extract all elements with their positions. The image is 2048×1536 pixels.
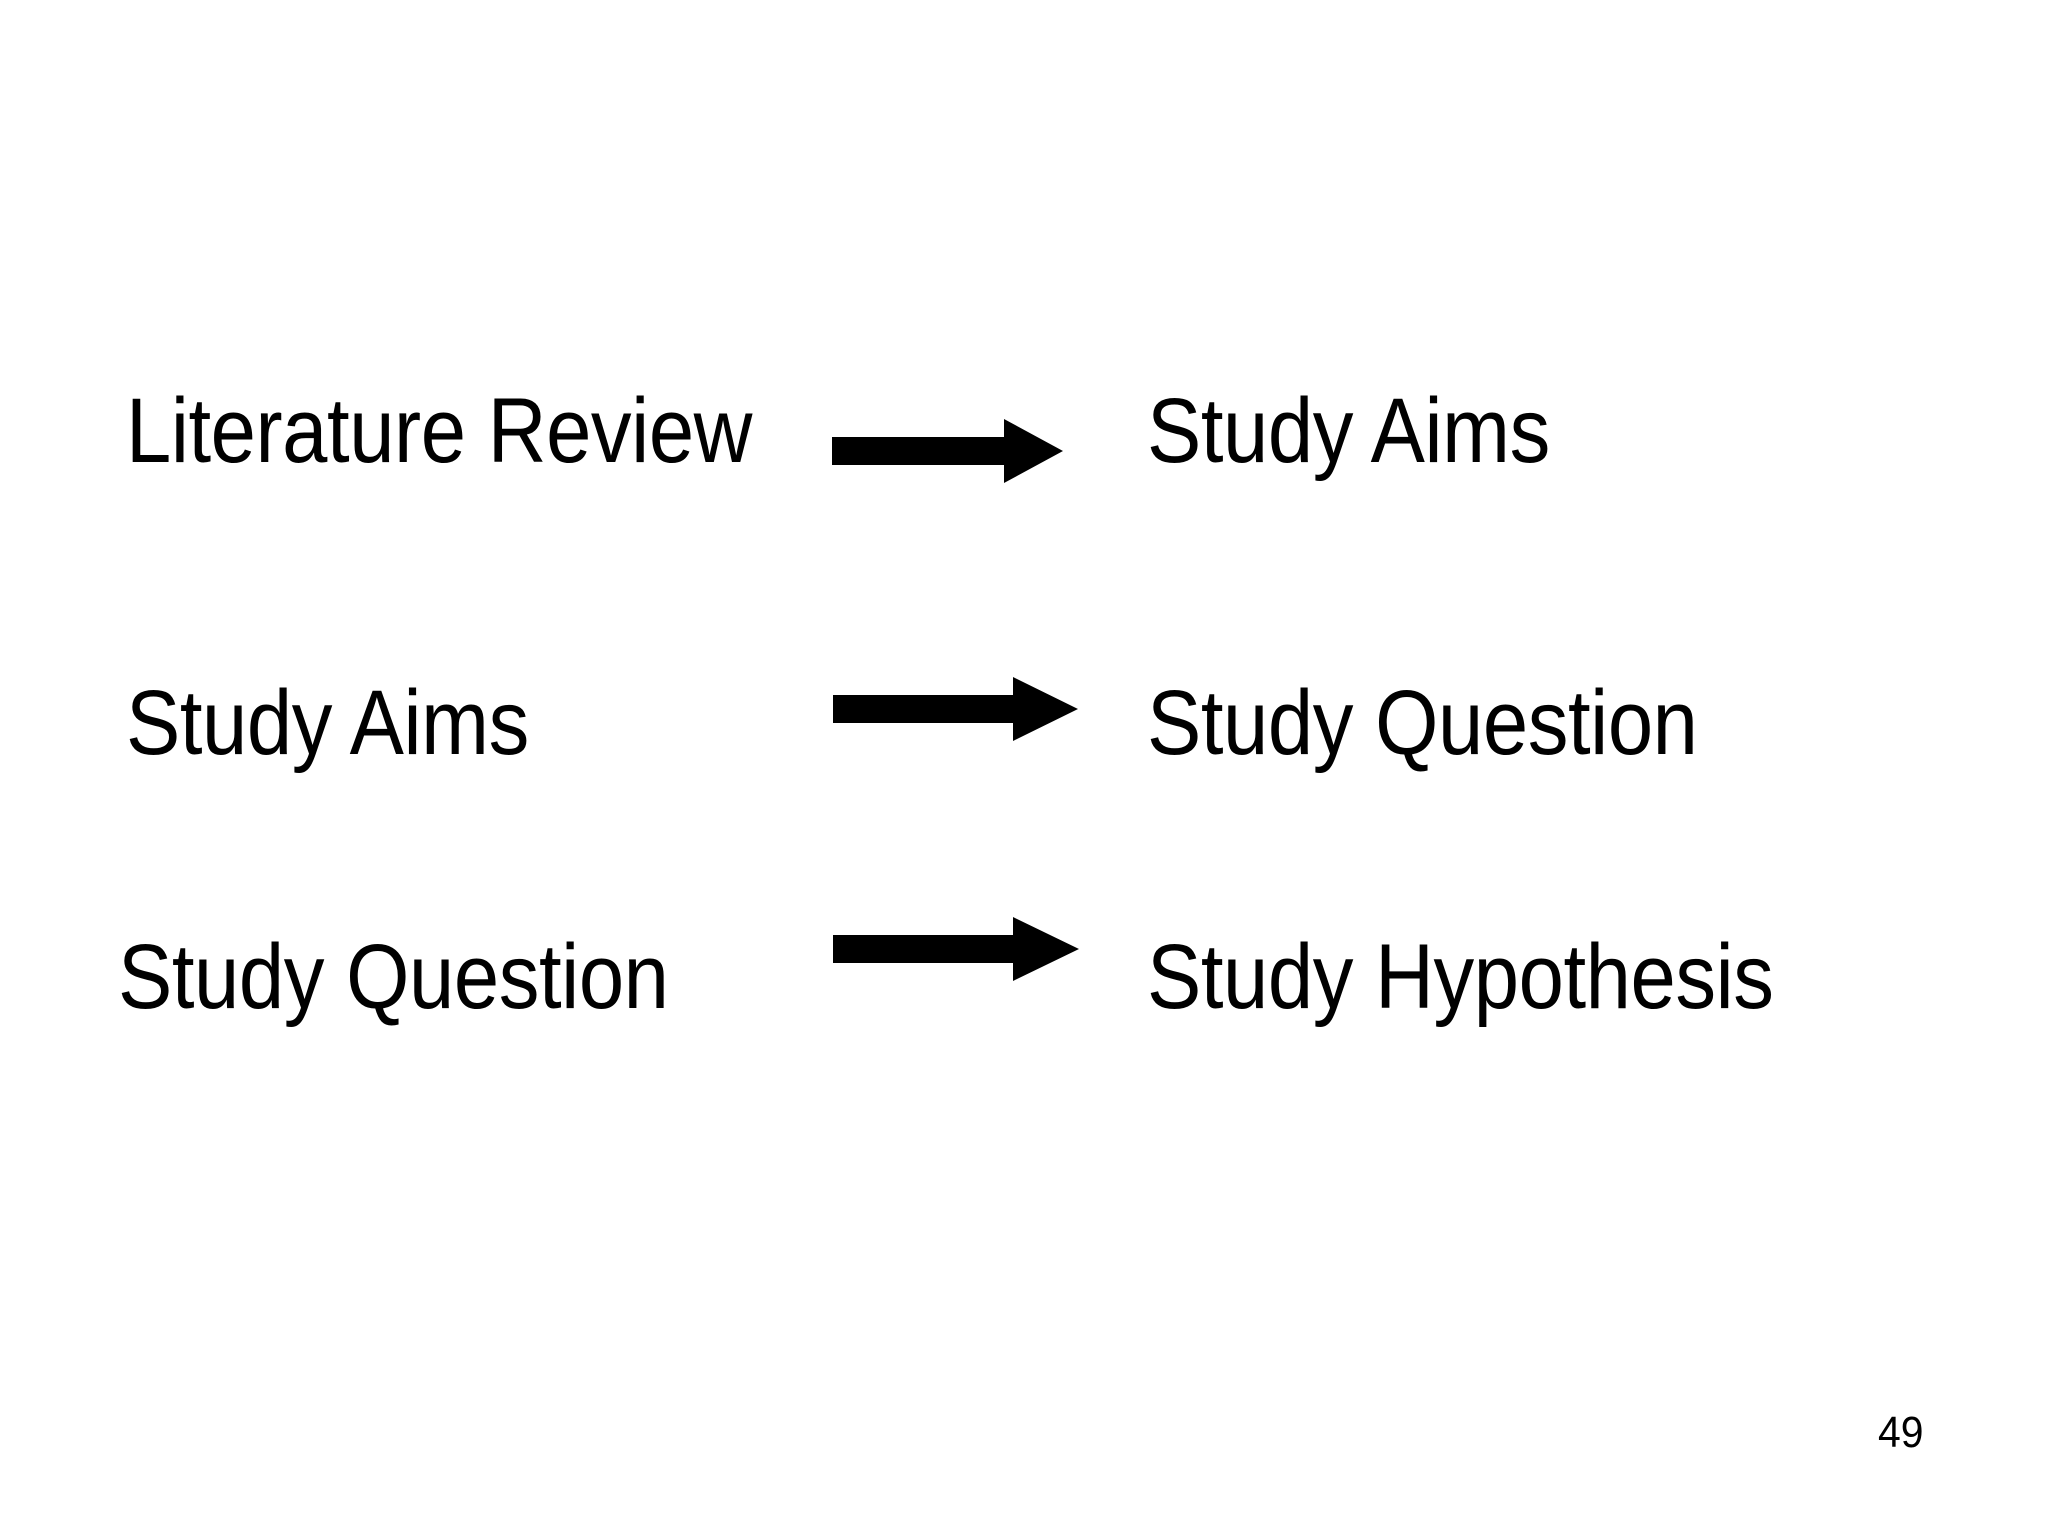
flow-target-label-2: Study Question xyxy=(1147,672,1698,774)
page-number: 49 xyxy=(1878,1408,1924,1457)
flow-target-label-1: Study Aims xyxy=(1147,380,1550,482)
flow-source-label-1: Literature Review xyxy=(126,380,753,482)
right-block-arrow-icon xyxy=(833,917,1079,981)
flow-row: Study Aims Study Question xyxy=(0,673,2048,793)
flow-row: Study Question Study Hypothesis xyxy=(0,917,2048,1047)
right-block-arrow-icon xyxy=(833,677,1078,741)
right-block-arrow-icon xyxy=(832,419,1063,483)
flow-source-label-2: Study Aims xyxy=(126,672,529,774)
flow-row: Literature Review Study Aims xyxy=(0,381,2048,501)
flow-target-label-3: Study Hypothesis xyxy=(1147,926,1774,1028)
flow-source-label-3: Study Question xyxy=(118,926,669,1028)
